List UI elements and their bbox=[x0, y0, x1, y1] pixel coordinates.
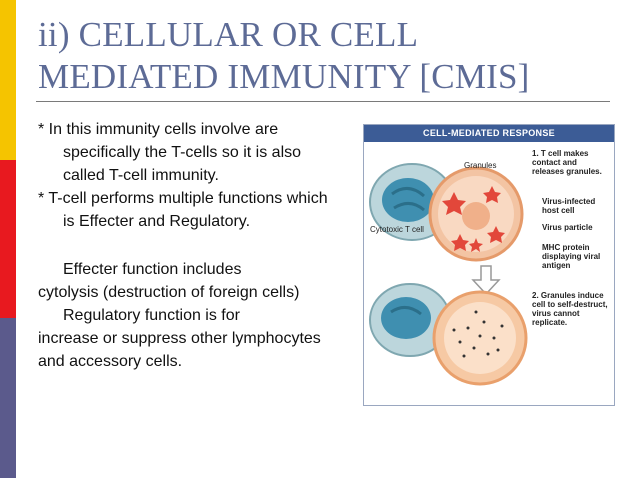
cytotoxic-t-cell-top-illustration bbox=[369, 163, 455, 241]
sidebar-stripe-purple bbox=[0, 318, 16, 478]
paragraph-t-cell-immunity: * In this immunity cells involve are spe… bbox=[38, 121, 302, 184]
virus-infected-host-cell-top bbox=[428, 166, 524, 262]
label-granules: Granules bbox=[464, 161, 497, 170]
spacer bbox=[38, 233, 328, 258]
self-destructing-host-cell bbox=[432, 290, 528, 386]
arrow-down-icon bbox=[471, 265, 501, 296]
label-mhc-protein: MHC protein displaying viral antigen bbox=[542, 243, 610, 270]
label-step-1: 1. T cell makes contact and releases gra… bbox=[532, 149, 610, 176]
title-line-2: MEDIATED IMMUNITY [CMIS] bbox=[38, 57, 530, 96]
label-step-2-text: 2. Granules induce cell to self-destruct… bbox=[532, 291, 608, 327]
label-virus-infected-text: Virus-infected host cell bbox=[542, 197, 596, 215]
figure-header: CELL-MEDIATED RESPONSE bbox=[364, 125, 614, 142]
title-line-1: ii) CELLULAR OR CELL bbox=[38, 15, 419, 54]
label-step-1-text: 1. T cell makes contact and releases gra… bbox=[532, 149, 602, 176]
sidebar-stripe-red bbox=[0, 160, 16, 318]
label-cytotoxic-t-cell: Cytotoxic T cell bbox=[370, 225, 424, 234]
title-divider bbox=[36, 101, 610, 102]
sidebar-stripe-yellow bbox=[0, 0, 16, 160]
label-step-2: 2. Granules induce cell to self-destruct… bbox=[532, 291, 610, 327]
paragraph-t-cell-functions: * T-cell performs multiple functions whi… bbox=[38, 190, 328, 230]
paragraph-regulatory-detail: increase or suppress other lymphocytes a… bbox=[38, 330, 321, 370]
slide-body: * In this immunity cells involve are spe… bbox=[38, 118, 328, 373]
figure-illustration bbox=[369, 163, 528, 386]
label-virus-particle-text: Virus particle bbox=[542, 223, 593, 232]
label-mhc-protein-text: MHC protein displaying viral antigen bbox=[542, 243, 601, 270]
paragraph-effecter-intro: Effecter function includes bbox=[63, 261, 242, 278]
slide-title: ii) CELLULAR OR CELL MEDIATED IMMUNITY [… bbox=[38, 14, 608, 98]
label-virus-particle: Virus particle bbox=[542, 223, 612, 232]
paragraph-regulatory-intro: Regulatory function is for bbox=[63, 307, 240, 324]
paragraph-effecter-detail: cytolysis (destruction of foreign cells) bbox=[38, 284, 300, 301]
label-virus-infected-host-cell: Virus-infected host cell bbox=[542, 197, 612, 215]
cell-mediated-response-figure: CELL-MEDIATED RESPONSE bbox=[363, 124, 615, 406]
